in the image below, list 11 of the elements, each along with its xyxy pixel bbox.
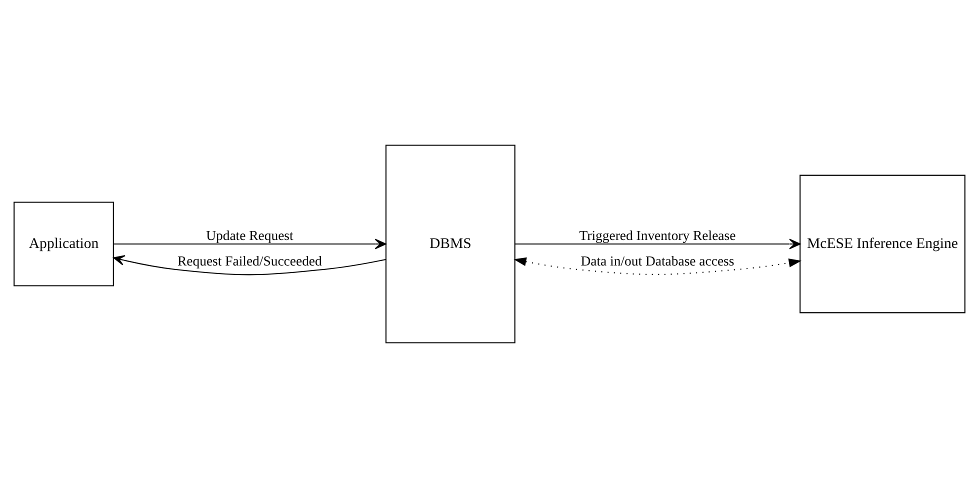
- arrow: [513, 257, 802, 275]
- arrow: [514, 238, 800, 250]
- node-box: DBMS: [384, 144, 515, 344]
- arrow: [112, 255, 386, 276]
- node-box: McESE Inference Engine: [799, 174, 965, 314]
- node-box: Application: [13, 202, 114, 286]
- edge-label: Triggered Inventory Release: [578, 228, 736, 244]
- arrow: [113, 238, 386, 250]
- edge-label: Update Request: [206, 228, 293, 244]
- edge-label: Request Failed/Succeeded: [177, 254, 322, 269]
- edge-label: Data in/out Database access: [580, 254, 734, 269]
